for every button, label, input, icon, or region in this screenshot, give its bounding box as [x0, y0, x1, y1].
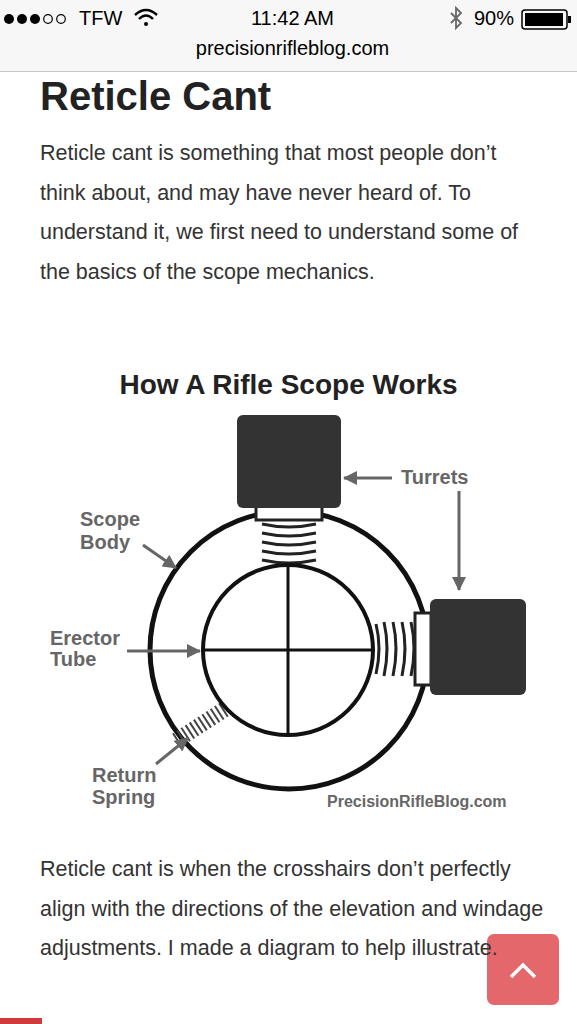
right-turret-thread [376, 613, 431, 685]
bluetooth-icon [451, 8, 461, 28]
top-turret [237, 415, 341, 508]
battery-percent: 90% [474, 7, 514, 30]
progress-bar [0, 1018, 42, 1024]
part-label: Scope Body [80, 508, 160, 554]
part-label: Erector Tube [50, 628, 130, 670]
page-heading: Reticle Cant [40, 74, 271, 119]
erector-tube [203, 565, 373, 735]
top-turret-thread [256, 505, 322, 563]
part-label: Return Spring [92, 764, 172, 808]
scroll-top-button [487, 934, 559, 1005]
battery-icon [522, 10, 571, 29]
signal-dots [4, 14, 65, 24]
page-url: precisionrifleblog.com [4, 37, 577, 60]
watermark: PrecisionRifleBlog.com [327, 793, 507, 811]
carrier-name: TFW [79, 7, 122, 30]
leader-arrows [127, 478, 459, 764]
part-label: Turrets [401, 466, 468, 489]
crosshair-horizontal [203, 649, 373, 652]
body-paragraph: Reticle cant is something that most peop… [40, 134, 545, 292]
diagram-title: How A Rifle Scope Works [0, 369, 577, 401]
body-paragraph: Reticle cant is when the crosshairs don’… [40, 850, 545, 969]
wifi-icon [135, 10, 157, 26]
right-turret [430, 599, 526, 695]
chevron-icon [511, 965, 535, 977]
